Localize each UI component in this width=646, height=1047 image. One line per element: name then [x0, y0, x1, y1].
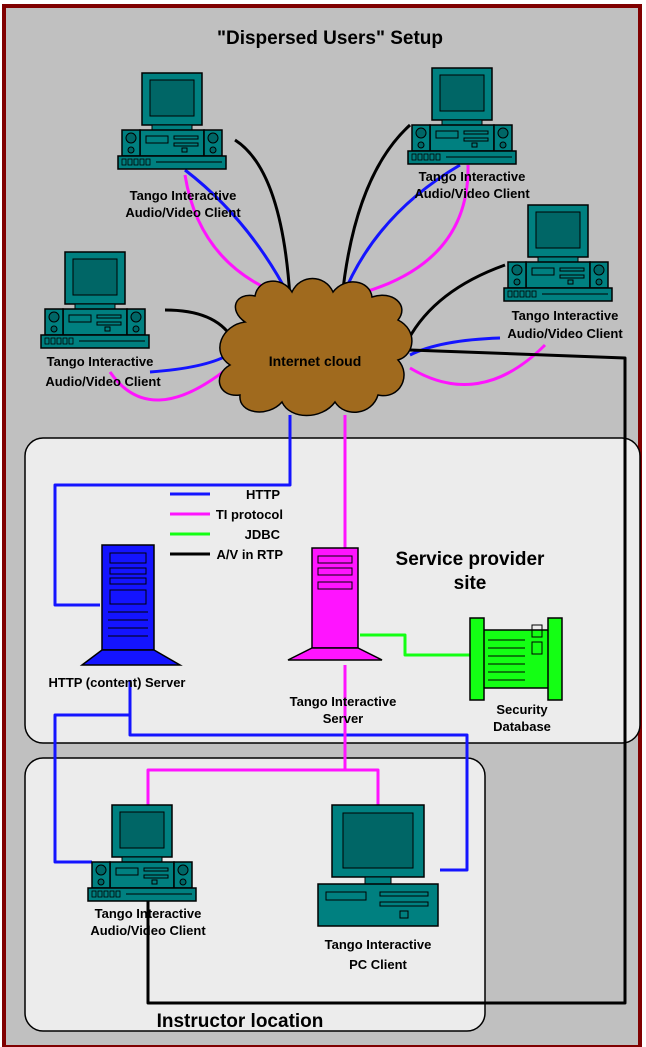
client-top-left-line1: Tango Interactive	[130, 188, 237, 203]
client-mid-left-line1: Tango Interactive	[47, 354, 154, 369]
legend-label-jdbc: JDBC	[245, 527, 281, 542]
line-av-topleft	[234, 138, 292, 299]
tango-server-label-line2: Server	[323, 711, 363, 726]
security-db-label-line1: Security	[496, 702, 548, 717]
line-http-server-pcclient	[128, 715, 469, 872]
line-ti-server-avclient	[146, 665, 347, 805]
instructor-av-label-line1: Tango Interactive	[95, 906, 202, 921]
client-top-right-line1: Tango Interactive	[419, 169, 526, 184]
client-top-right: Tango Interactive Audio/Video Client	[407, 67, 530, 201]
line-ti-topright	[341, 164, 470, 300]
security-database: Security Database	[469, 617, 563, 734]
line-av-midright	[406, 263, 506, 341]
legend-label-http: HTTP	[246, 487, 280, 502]
database-icon	[469, 617, 563, 701]
service-site-label-line1: Service provider	[396, 549, 546, 570]
service-site-label-line2: site	[454, 573, 487, 594]
tango-server-label-line1: Tango Interactive	[290, 694, 397, 709]
client-mid-right-line1: Tango Interactive	[512, 308, 619, 323]
legend-label-av: A/V in RTP	[217, 547, 284, 562]
cloud-label: Internet cloud	[269, 353, 362, 369]
client-top-left-line2: Audio/Video Client	[125, 205, 241, 220]
legend-label-ti: TI protocol	[216, 507, 283, 522]
instructor-pc-client: Tango Interactive PC Client	[317, 804, 439, 972]
client-mid-left-line2: Audio/Video Client	[45, 374, 161, 389]
line-av-cloud-instructor	[146, 348, 627, 1005]
client-mid-right-line2: Audio/Video Client	[507, 326, 623, 341]
line-ti-server-pcclient	[345, 768, 380, 805]
security-db-label-line2: Database	[493, 719, 551, 734]
instructor-pc-label-line1: Tango Interactive	[325, 937, 432, 952]
line-av-topright	[340, 123, 412, 299]
client-top-left: Tango Interactive Audio/Video Client	[117, 72, 241, 220]
line-jdbc	[360, 633, 470, 657]
instructor-location-label: Instructor location	[157, 1011, 324, 1032]
internet-cloud	[218, 277, 413, 417]
server-tower-icon	[79, 544, 183, 666]
client-top-right-line2: Audio/Video Client	[414, 186, 530, 201]
client-mid-left: Tango Interactive Audio/Video Client	[40, 251, 161, 389]
http-server-label: HTTP (content) Server	[48, 675, 185, 690]
page-title: "Dispersed Users" Setup	[217, 28, 443, 49]
line-http-cloud-server	[53, 415, 292, 607]
instructor-pc-label-line2: PC Client	[349, 957, 407, 972]
line-http-midright	[409, 336, 501, 357]
line-http-topright	[340, 163, 461, 299]
client-mid-right: Tango Interactive Audio/Video Client	[503, 204, 623, 341]
pc-computer-icon	[317, 804, 439, 927]
http-server: HTTP (content) Server	[48, 544, 186, 690]
line-http-topleft	[184, 168, 292, 299]
line-http-server-avclient	[53, 680, 132, 864]
line-ti-midleft	[108, 366, 229, 402]
line-ti-midright	[409, 343, 547, 386]
instructor-av-label-line2: Audio/Video Client	[90, 923, 206, 938]
legend: HTTP TI protocol JDBC A/V in RTP	[170, 487, 283, 562]
tango-server: Tango Interactive Server	[287, 547, 397, 726]
instructor-av-client: Tango Interactive Audio/Video Client	[87, 804, 206, 938]
server-tower-icon	[287, 547, 383, 661]
